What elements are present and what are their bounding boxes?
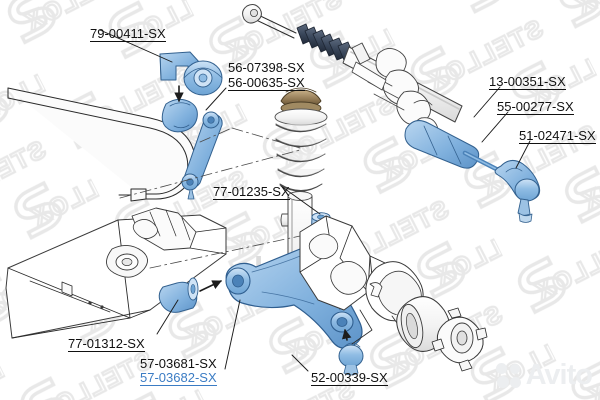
outer-tie-rod-end — [494, 160, 541, 223]
part-label-79-00411-SX[interactable]: 79-00411-SX — [90, 26, 166, 42]
part-label-51-02471-SX[interactable]: 51-02471-SX — [519, 128, 596, 144]
part-label-52-00339-SX[interactable]: 52-00339-SX — [311, 370, 388, 386]
part-label-77-01312-SX[interactable]: 77-01312-SX — [68, 336, 145, 352]
subframe — [5, 207, 227, 339]
part-label-57-03682-SX[interactable]: 57-03682-SX — [140, 370, 217, 386]
part-label-56-00635-SX[interactable]: 56-00635-SX — [228, 75, 305, 91]
part-label-56-07398-SX[interactable]: 56-07398-SX — [228, 60, 305, 75]
stabilizer-bar-bushing — [161, 98, 198, 133]
part-label-55-00277-SX[interactable]: 55-00277-SX — [497, 99, 574, 115]
inner-tie-rod — [404, 120, 509, 177]
part-label-77-01235-SX[interactable]: 77-01235-SX — [213, 184, 290, 200]
part-label-57-03681-SX[interactable]: 57-03681-SX — [140, 356, 217, 371]
part-label-13-00351-SX[interactable]: 13-00351-SX — [489, 74, 566, 90]
